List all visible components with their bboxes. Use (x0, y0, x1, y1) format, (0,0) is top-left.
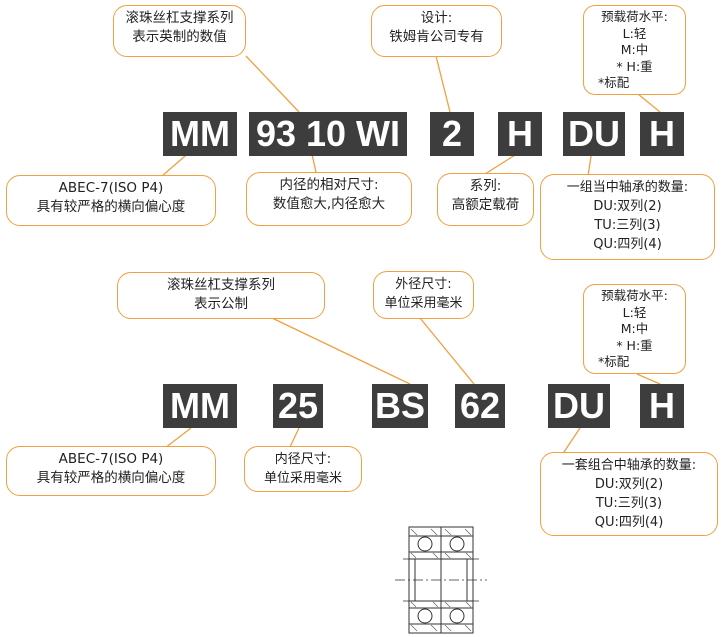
callout-abec-1: ABEC-7(ISO P4) 具有较严格的横向偏心度 (6, 175, 216, 226)
leader-preload-1 (637, 93, 661, 113)
callout-series: 系列: 高额定载荷 (437, 173, 534, 226)
code-box-du: DU (563, 112, 625, 156)
leader-bore (289, 427, 300, 448)
leader-preload-2 (636, 373, 661, 385)
ball-icon (449, 608, 465, 624)
leader-series-metric (271, 317, 411, 385)
ball-icon (417, 536, 433, 552)
callout-design: 设计: 铁姆肯公司专有 (371, 5, 502, 57)
callout-preload-2: 预载荷水平: L:轻 M:中 * H:重 *标配 (583, 284, 686, 374)
callout-bore: 内径尺寸: 单位采用毫米 (244, 446, 362, 492)
code-box-bore: 25 (273, 384, 323, 428)
code-box-du-2: DU (548, 384, 610, 428)
leader-design (435, 55, 451, 113)
ball-icon (417, 608, 433, 624)
code-box-preload: H (640, 112, 684, 156)
code-box-size: 93 10 WI (249, 112, 407, 156)
callout-abec-2: ABEC-7(ISO P4) 具有较严格的横向偏心度 (6, 446, 216, 496)
code-box-bs: BS (372, 384, 428, 428)
code-box-preload-2: H (640, 384, 684, 428)
callout-group-count-1: 一组当中轴承的数量: DU:双列(2) TU:三列(3) QU:四列(4) (540, 174, 715, 260)
callout-group-count-2: 一套组合中轴承的数量: DU:双列(2) TU:三列(3) QU:四列(4) (540, 452, 718, 536)
callout-preload-1: 预载荷水平: L:轻 M:中 * H:重 *标配 (583, 5, 686, 95)
code-box-mm: MM (163, 112, 237, 156)
leader-series-inch (245, 55, 300, 113)
code-box-design: 2 (430, 112, 474, 156)
code-box-mm-2: MM (163, 384, 237, 428)
leader-abec-2 (164, 427, 192, 449)
code-box-series-h: H (498, 112, 542, 156)
callout-bore-relative: 内径的相对尺寸: 数值愈大,内径愈大 (246, 172, 412, 226)
leader-od (419, 317, 475, 385)
callout-od: 外径尺寸: 单位采用毫米 (373, 271, 474, 319)
callout-series-inch: 滚珠丝杠支撑系列 表示英制的数值 (113, 5, 246, 57)
ball-icon (449, 536, 465, 552)
code-box-od: 62 (455, 384, 505, 428)
callout-series-metric: 滚珠丝杠支撑系列 表示公制 (117, 272, 325, 319)
bearing-cross-section-drawing (395, 526, 487, 634)
